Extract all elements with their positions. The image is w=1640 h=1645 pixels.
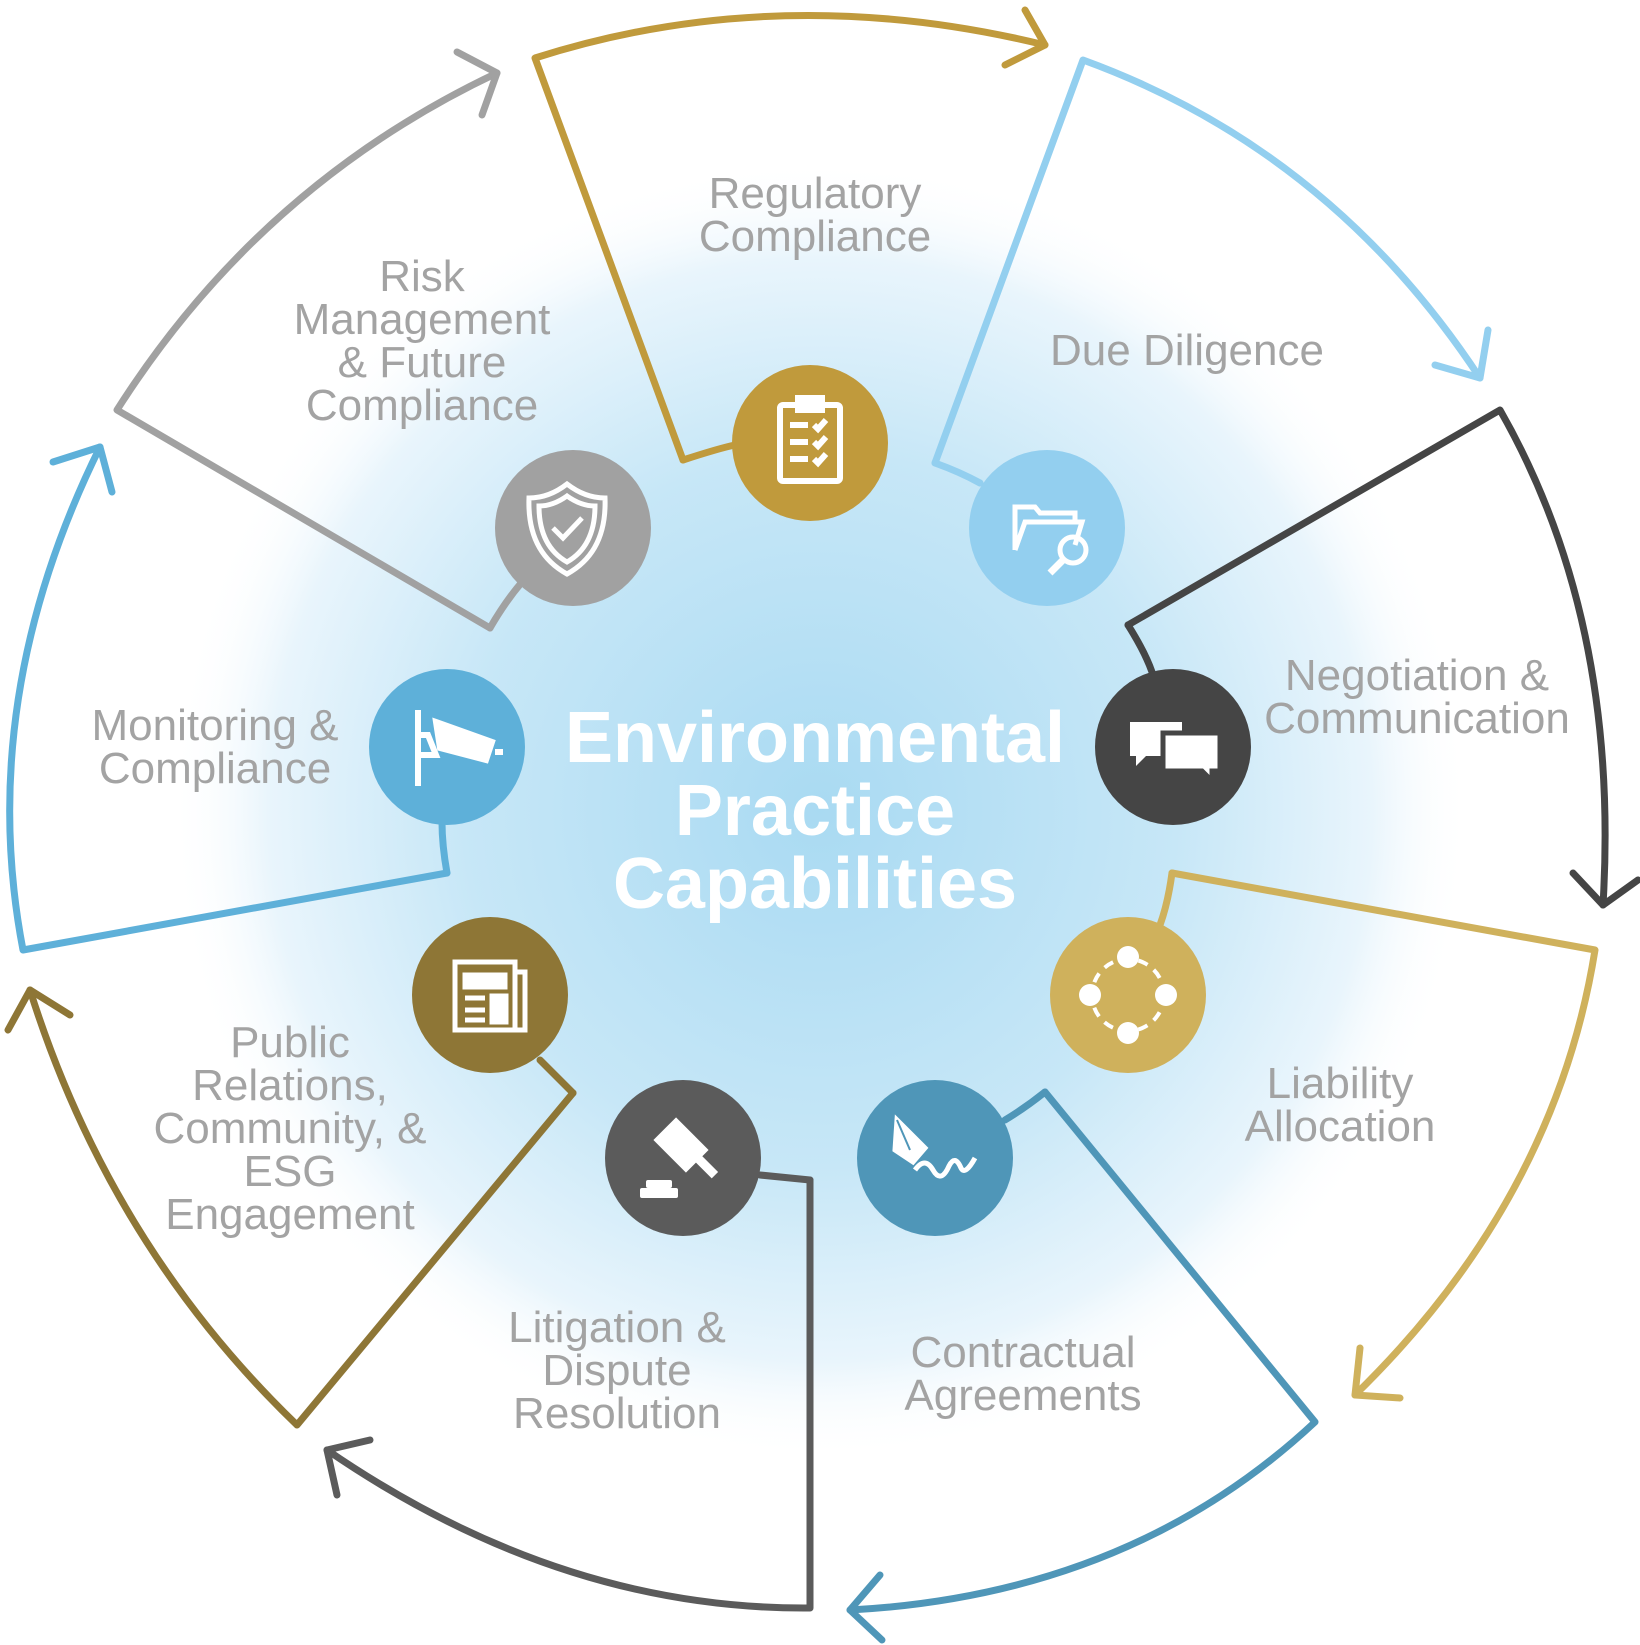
label-line: Litigation & xyxy=(508,1303,726,1352)
label-line: Negotiation & xyxy=(1285,651,1549,700)
icon-due-diligence xyxy=(969,450,1125,606)
label-line: Monitoring & xyxy=(91,701,338,750)
label-risk-management: Risk Management & Future Compliance xyxy=(294,252,551,430)
icon-regulatory-compliance xyxy=(732,365,888,521)
label-line: Agreements xyxy=(904,1371,1141,1420)
label-negotiation-communication: Negotiation & Communication xyxy=(1264,651,1570,743)
label-litigation-dispute: Litigation & Dispute Resolution xyxy=(508,1303,726,1438)
label-line: Public xyxy=(230,1018,350,1067)
label-line: & Future xyxy=(338,338,507,387)
label-line: Community, & xyxy=(153,1104,426,1153)
label-line: Risk xyxy=(379,252,466,301)
center-glow xyxy=(170,160,1470,1460)
label-due-diligence: Due Diligence xyxy=(1050,326,1324,375)
center-title: Environmental Practice Capabilities xyxy=(565,698,1065,924)
label-line: ESG xyxy=(244,1147,337,1196)
folder-search-icon xyxy=(1012,504,1089,576)
label-public-relations: Public Relations, Community, & ESG Engag… xyxy=(153,1018,426,1239)
label-line: Compliance xyxy=(699,212,931,261)
clipboard-checklist-icon xyxy=(777,395,843,484)
circular-nodes-icon xyxy=(1079,946,1177,1044)
segment-outline-public-relations xyxy=(4,986,577,1429)
segment-outline-contractual-agreements xyxy=(846,1088,1319,1644)
segment-outline-liability-allocation xyxy=(1156,869,1599,1402)
label-line: Relations, xyxy=(192,1061,388,1110)
icon-risk-management xyxy=(495,450,651,606)
label-line: Resolution xyxy=(513,1389,721,1438)
center-title-line-2: Practice xyxy=(675,771,955,851)
label-line: Engagement xyxy=(165,1190,415,1239)
label-line: Management xyxy=(294,295,551,344)
label-line: Liability xyxy=(1267,1059,1414,1108)
segment-outline-monitoring-compliance xyxy=(6,443,451,954)
icon-monitoring-compliance xyxy=(369,669,525,825)
label-monitoring-compliance: Monitoring & Compliance xyxy=(91,701,338,793)
newspaper-icon xyxy=(452,959,528,1033)
shield-check-icon xyxy=(526,480,608,577)
fountain-pen-signature-icon xyxy=(892,1114,978,1179)
segment-outline-due-diligence xyxy=(931,56,1492,487)
segment-outline-risk-management xyxy=(113,48,526,632)
icon-litigation-dispute xyxy=(605,1080,761,1236)
icon-liability-allocation xyxy=(1050,917,1206,1073)
label-line: Communication xyxy=(1264,694,1570,743)
label-contractual-agreements: Contractual Agreements xyxy=(904,1328,1141,1420)
label-line: Dispute xyxy=(542,1346,691,1395)
chat-bubbles-icon xyxy=(1130,722,1223,788)
label-line: Contractual xyxy=(910,1328,1135,1377)
label-line: Due Diligence xyxy=(1050,326,1324,375)
icon-negotiation-communication xyxy=(1095,669,1251,825)
label-line: Regulatory xyxy=(709,169,922,218)
gavel-icon xyxy=(640,1117,719,1198)
label-liability-allocation: Liability Allocation xyxy=(1245,1059,1436,1151)
label-line: Compliance xyxy=(99,744,331,793)
segment-outline-litigation-dispute xyxy=(323,1171,814,1612)
security-camera-icon xyxy=(415,710,503,786)
segment-outline-negotiation-communication xyxy=(1124,406,1640,909)
icon-public-relations xyxy=(412,917,568,1073)
center-title-line-1: Environmental xyxy=(565,698,1065,778)
label-line: Compliance xyxy=(306,381,538,430)
center-title-line-3: Capabilities xyxy=(613,844,1017,924)
label-regulatory-compliance: Regulatory Compliance xyxy=(699,169,931,261)
label-line: Allocation xyxy=(1245,1102,1436,1151)
icon-contractual-agreements xyxy=(857,1080,1013,1236)
